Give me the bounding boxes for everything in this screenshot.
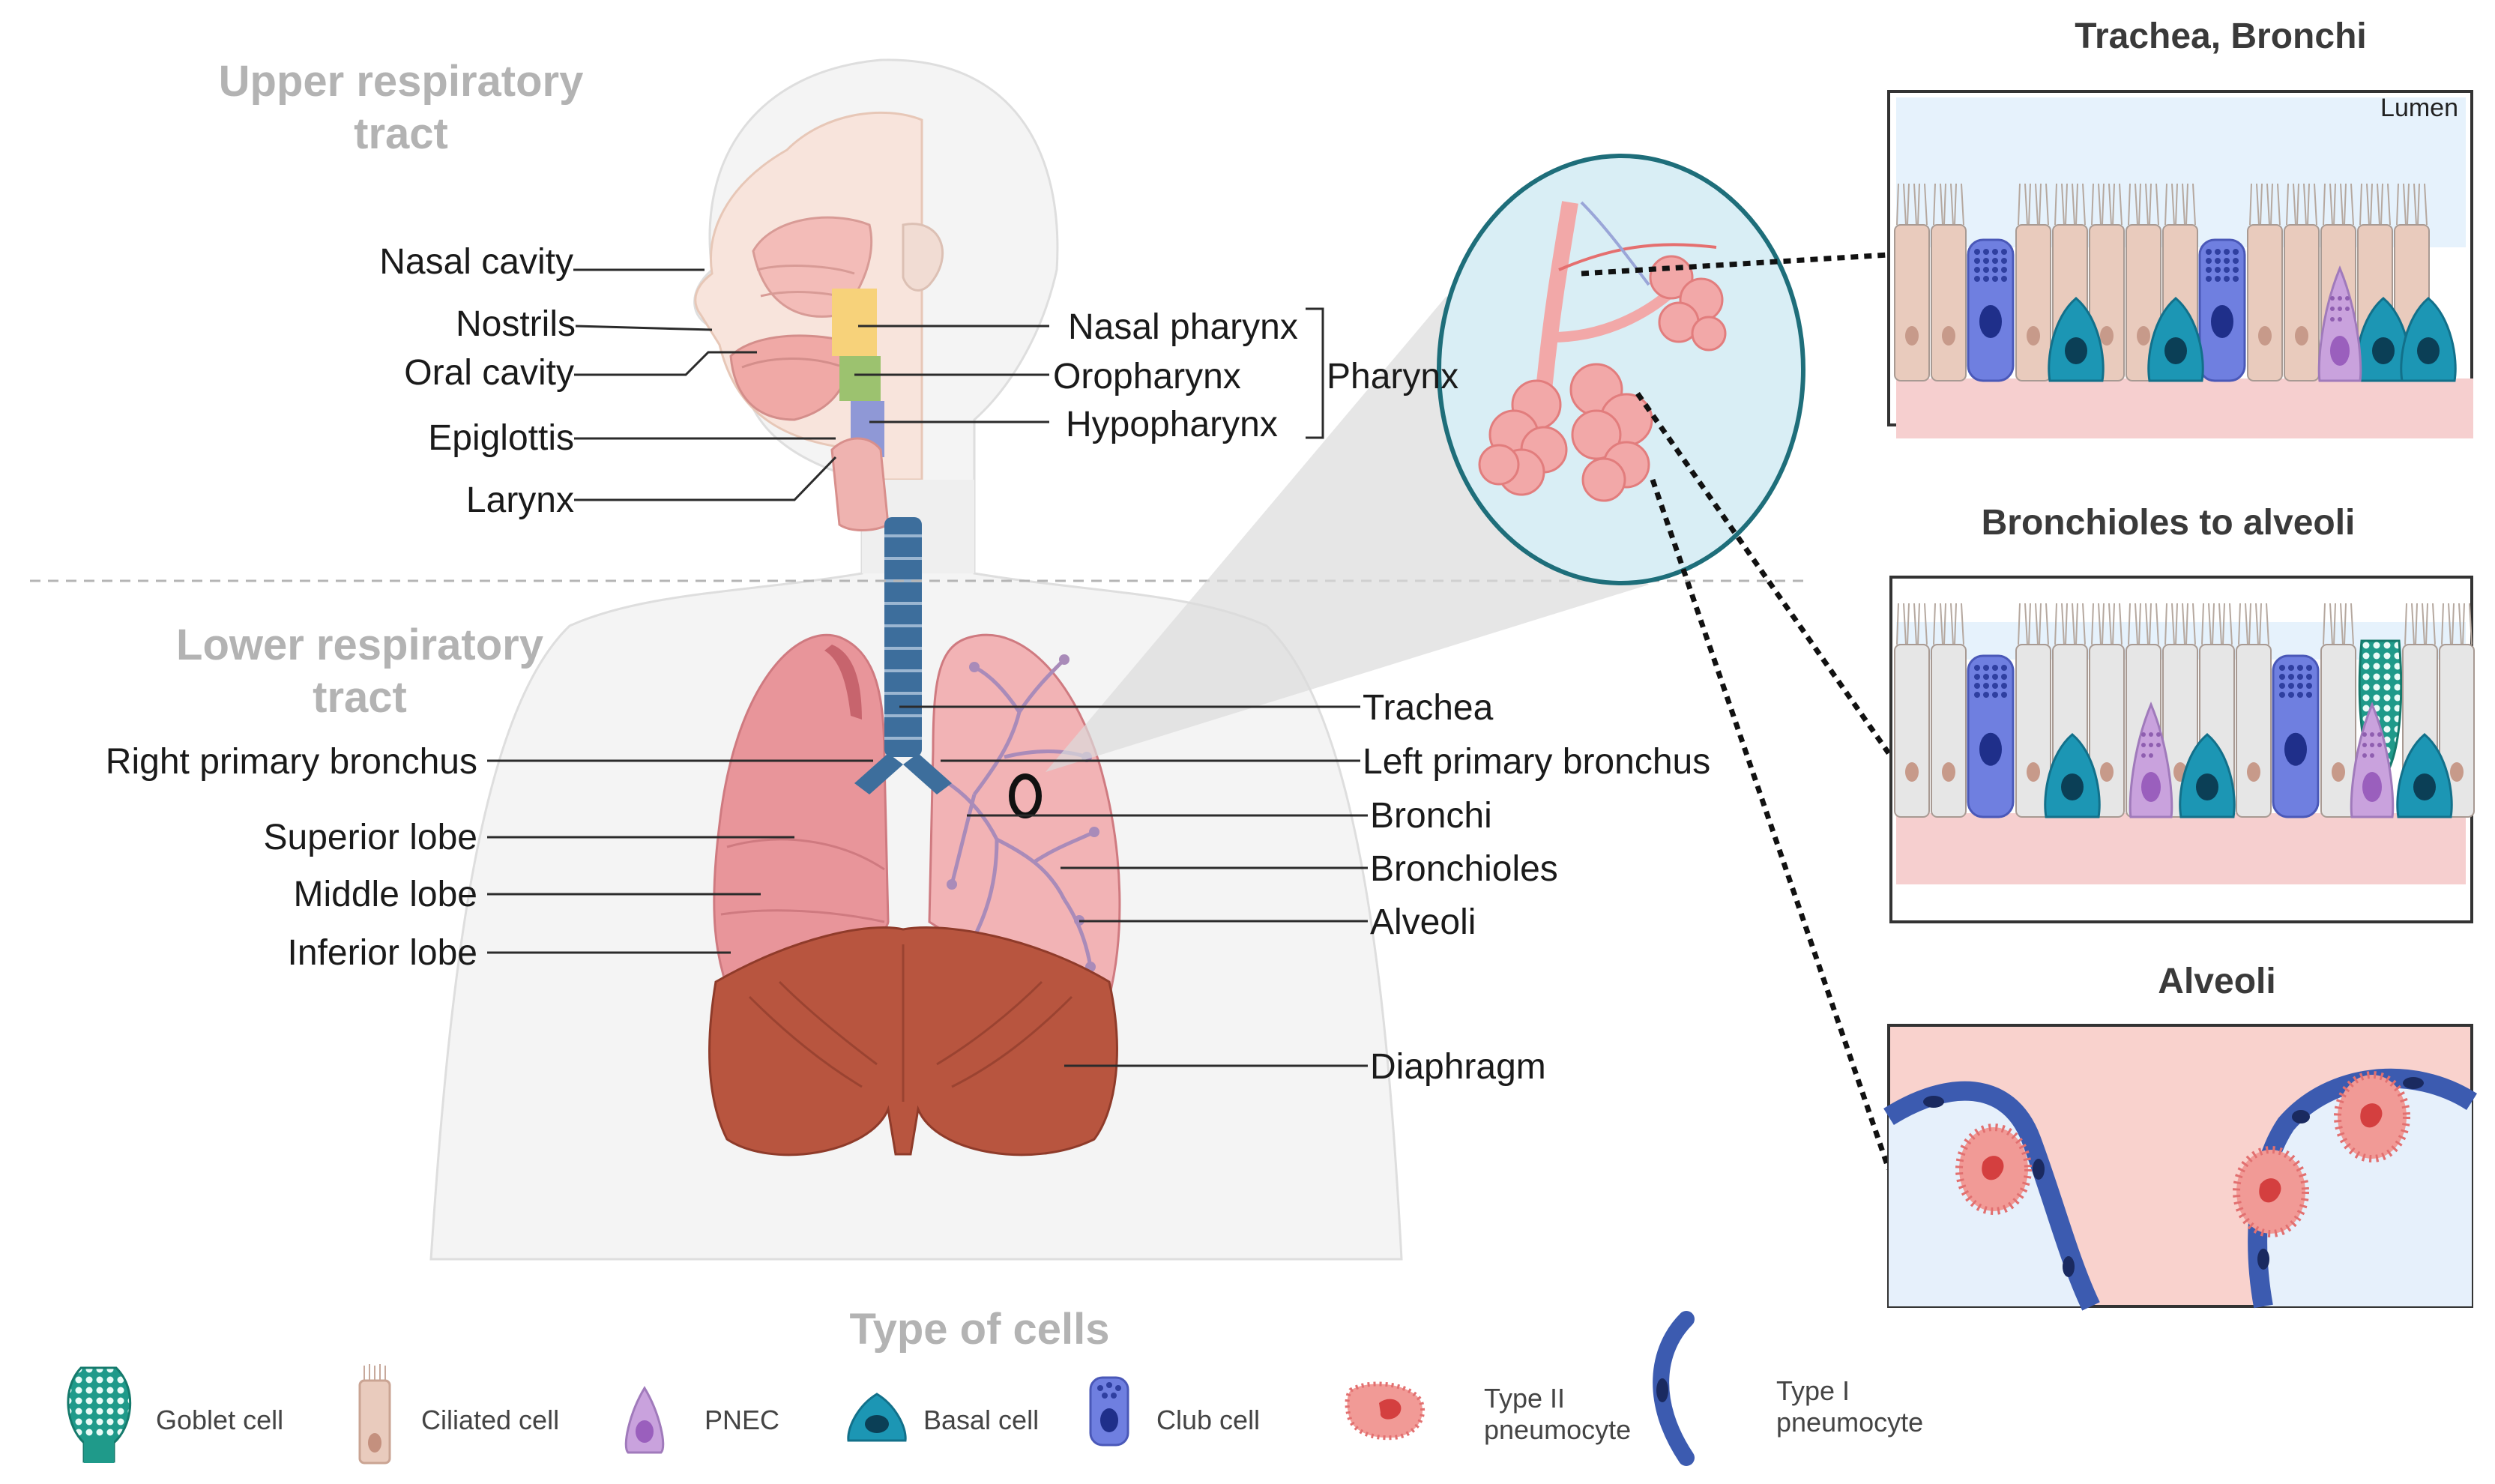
basal-cell bbox=[2355, 297, 2412, 382]
leader-lines bbox=[487, 268, 1368, 1067]
ciliated-cell bbox=[1931, 183, 1967, 381]
goblet-cell-icon bbox=[67, 1366, 132, 1463]
ciliated-cell bbox=[1931, 603, 1967, 818]
label-alveoli: Alveoli bbox=[1370, 902, 1476, 942]
label-nasal-cavity: Nasal cavity bbox=[379, 242, 573, 282]
pnec-cell bbox=[2350, 702, 2395, 818]
basal-cell bbox=[2396, 733, 2453, 818]
legend-pnec-label: PNEC bbox=[705, 1405, 779, 1435]
type-ii-pneumocyte bbox=[1955, 1123, 2032, 1215]
head-anatomy bbox=[729, 216, 944, 531]
ciliated-cell bbox=[2015, 603, 2051, 818]
club-cell bbox=[2198, 238, 2246, 382]
legend-club-label: Club cell bbox=[1156, 1405, 1260, 1435]
upper-region-title-line1: Upper respiratory bbox=[219, 57, 584, 106]
label-epiglottis: Epiglottis bbox=[428, 418, 574, 458]
basal-cell bbox=[2048, 297, 2105, 382]
label-right-primary-bronchus: Right primary bronchus bbox=[106, 742, 477, 782]
type-i-pneumocyte-icon bbox=[1653, 1311, 1695, 1466]
legend-ciliated-label: Ciliated cell bbox=[421, 1405, 559, 1435]
ciliated-cell bbox=[2284, 183, 2320, 381]
club-cell-icon bbox=[1089, 1376, 1129, 1447]
legend-type2-label-line2: pneumocyte bbox=[1484, 1414, 1631, 1445]
ciliated-cell bbox=[1894, 603, 1930, 818]
bronchial-tree bbox=[928, 658, 1096, 968]
type-ii-pneumocyte-icon bbox=[1345, 1381, 1426, 1441]
panel-bronchioles bbox=[1889, 576, 2475, 923]
panel-bronchioles-title: Bronchioles to alveoli bbox=[1982, 503, 2356, 543]
club-cell bbox=[1967, 238, 2015, 382]
label-left-primary-bronchus: Left primary bronchus bbox=[1363, 742, 1710, 782]
lower-region-title-line2: tract bbox=[313, 673, 407, 722]
panel-alveoli bbox=[1883, 1024, 2478, 1311]
label-nostrils: Nostrils bbox=[456, 304, 576, 344]
ciliated-cell bbox=[2015, 183, 2051, 381]
club-cell bbox=[2272, 654, 2320, 818]
legend-type1-label-line1: Type I bbox=[1776, 1375, 1850, 1406]
label-middle-lobe: Middle lobe bbox=[294, 875, 477, 914]
basal-cell bbox=[2400, 297, 2457, 382]
label-trachea: Trachea bbox=[1363, 688, 1494, 728]
label-diaphragm: Diaphragm bbox=[1370, 1047, 1546, 1087]
label-oropharynx: Oropharynx bbox=[1053, 357, 1241, 396]
pnec-cell bbox=[2129, 702, 2173, 818]
pnec-cell bbox=[2317, 265, 2362, 382]
label-hypopharynx: Hypopharynx bbox=[1066, 405, 1278, 444]
lower-region-title-line1: Lower respiratory bbox=[176, 621, 543, 669]
legend-type2-label-line1: Type II bbox=[1484, 1383, 1565, 1414]
lumen-label: Lumen bbox=[2380, 94, 2458, 122]
ciliated-cell bbox=[2320, 603, 2356, 818]
basal-cell bbox=[2179, 733, 2236, 818]
ciliated-cell bbox=[2247, 183, 2283, 381]
panel-connectors bbox=[1581, 252, 1892, 1171]
label-bronchi: Bronchi bbox=[1370, 796, 1492, 836]
panel-trachea-bronchi-title: Trachea, Bronchi bbox=[2075, 16, 2366, 56]
ciliated-cell bbox=[2126, 183, 2161, 381]
panel-trachea-bronchi: Lumen bbox=[1887, 90, 2473, 438]
label-bronchioles: Bronchioles bbox=[1370, 849, 1558, 889]
ciliated-cell bbox=[2089, 603, 2125, 818]
type-ii-pneumocyte bbox=[2233, 1146, 2309, 1237]
label-nasal-pharynx: Nasal pharynx bbox=[1068, 307, 1298, 347]
trachea-tube bbox=[854, 517, 952, 794]
legend: Goblet cell Ciliated cell PNEC Basal cel… bbox=[67, 1311, 1923, 1466]
upper-region-title-line2: tract bbox=[354, 109, 448, 158]
ciliated-cell bbox=[1894, 183, 1930, 381]
legend-basal-label: Basal cell bbox=[923, 1405, 1039, 1435]
lungs bbox=[713, 517, 1121, 998]
label-superior-lobe: Superior lobe bbox=[263, 818, 477, 857]
panel-alveoli-title: Alveoli bbox=[2158, 962, 2275, 1001]
ciliated-cell bbox=[2236, 603, 2272, 818]
basal-cell-icon bbox=[847, 1393, 907, 1442]
label-inferior-lobe: Inferior lobe bbox=[288, 933, 477, 973]
label-pharynx: Pharynx bbox=[1327, 357, 1458, 396]
diaphragm-muscle bbox=[708, 926, 1118, 1156]
ciliated-cell-icon bbox=[358, 1364, 391, 1465]
zoom-circle bbox=[1437, 154, 1805, 585]
legend-type1-label-line2: pneumocyte bbox=[1776, 1407, 1923, 1438]
pnec-icon bbox=[624, 1386, 665, 1454]
legend-title: Type of cells bbox=[849, 1305, 1109, 1354]
basal-cell bbox=[2044, 733, 2101, 818]
club-cell bbox=[1967, 654, 2015, 818]
legend-goblet-label: Goblet cell bbox=[156, 1405, 283, 1435]
label-larynx: Larynx bbox=[466, 480, 574, 520]
basal-cell bbox=[2147, 297, 2204, 382]
label-oral-cavity: Oral cavity bbox=[404, 353, 574, 393]
type-ii-pneumocyte bbox=[2334, 1071, 2410, 1162]
